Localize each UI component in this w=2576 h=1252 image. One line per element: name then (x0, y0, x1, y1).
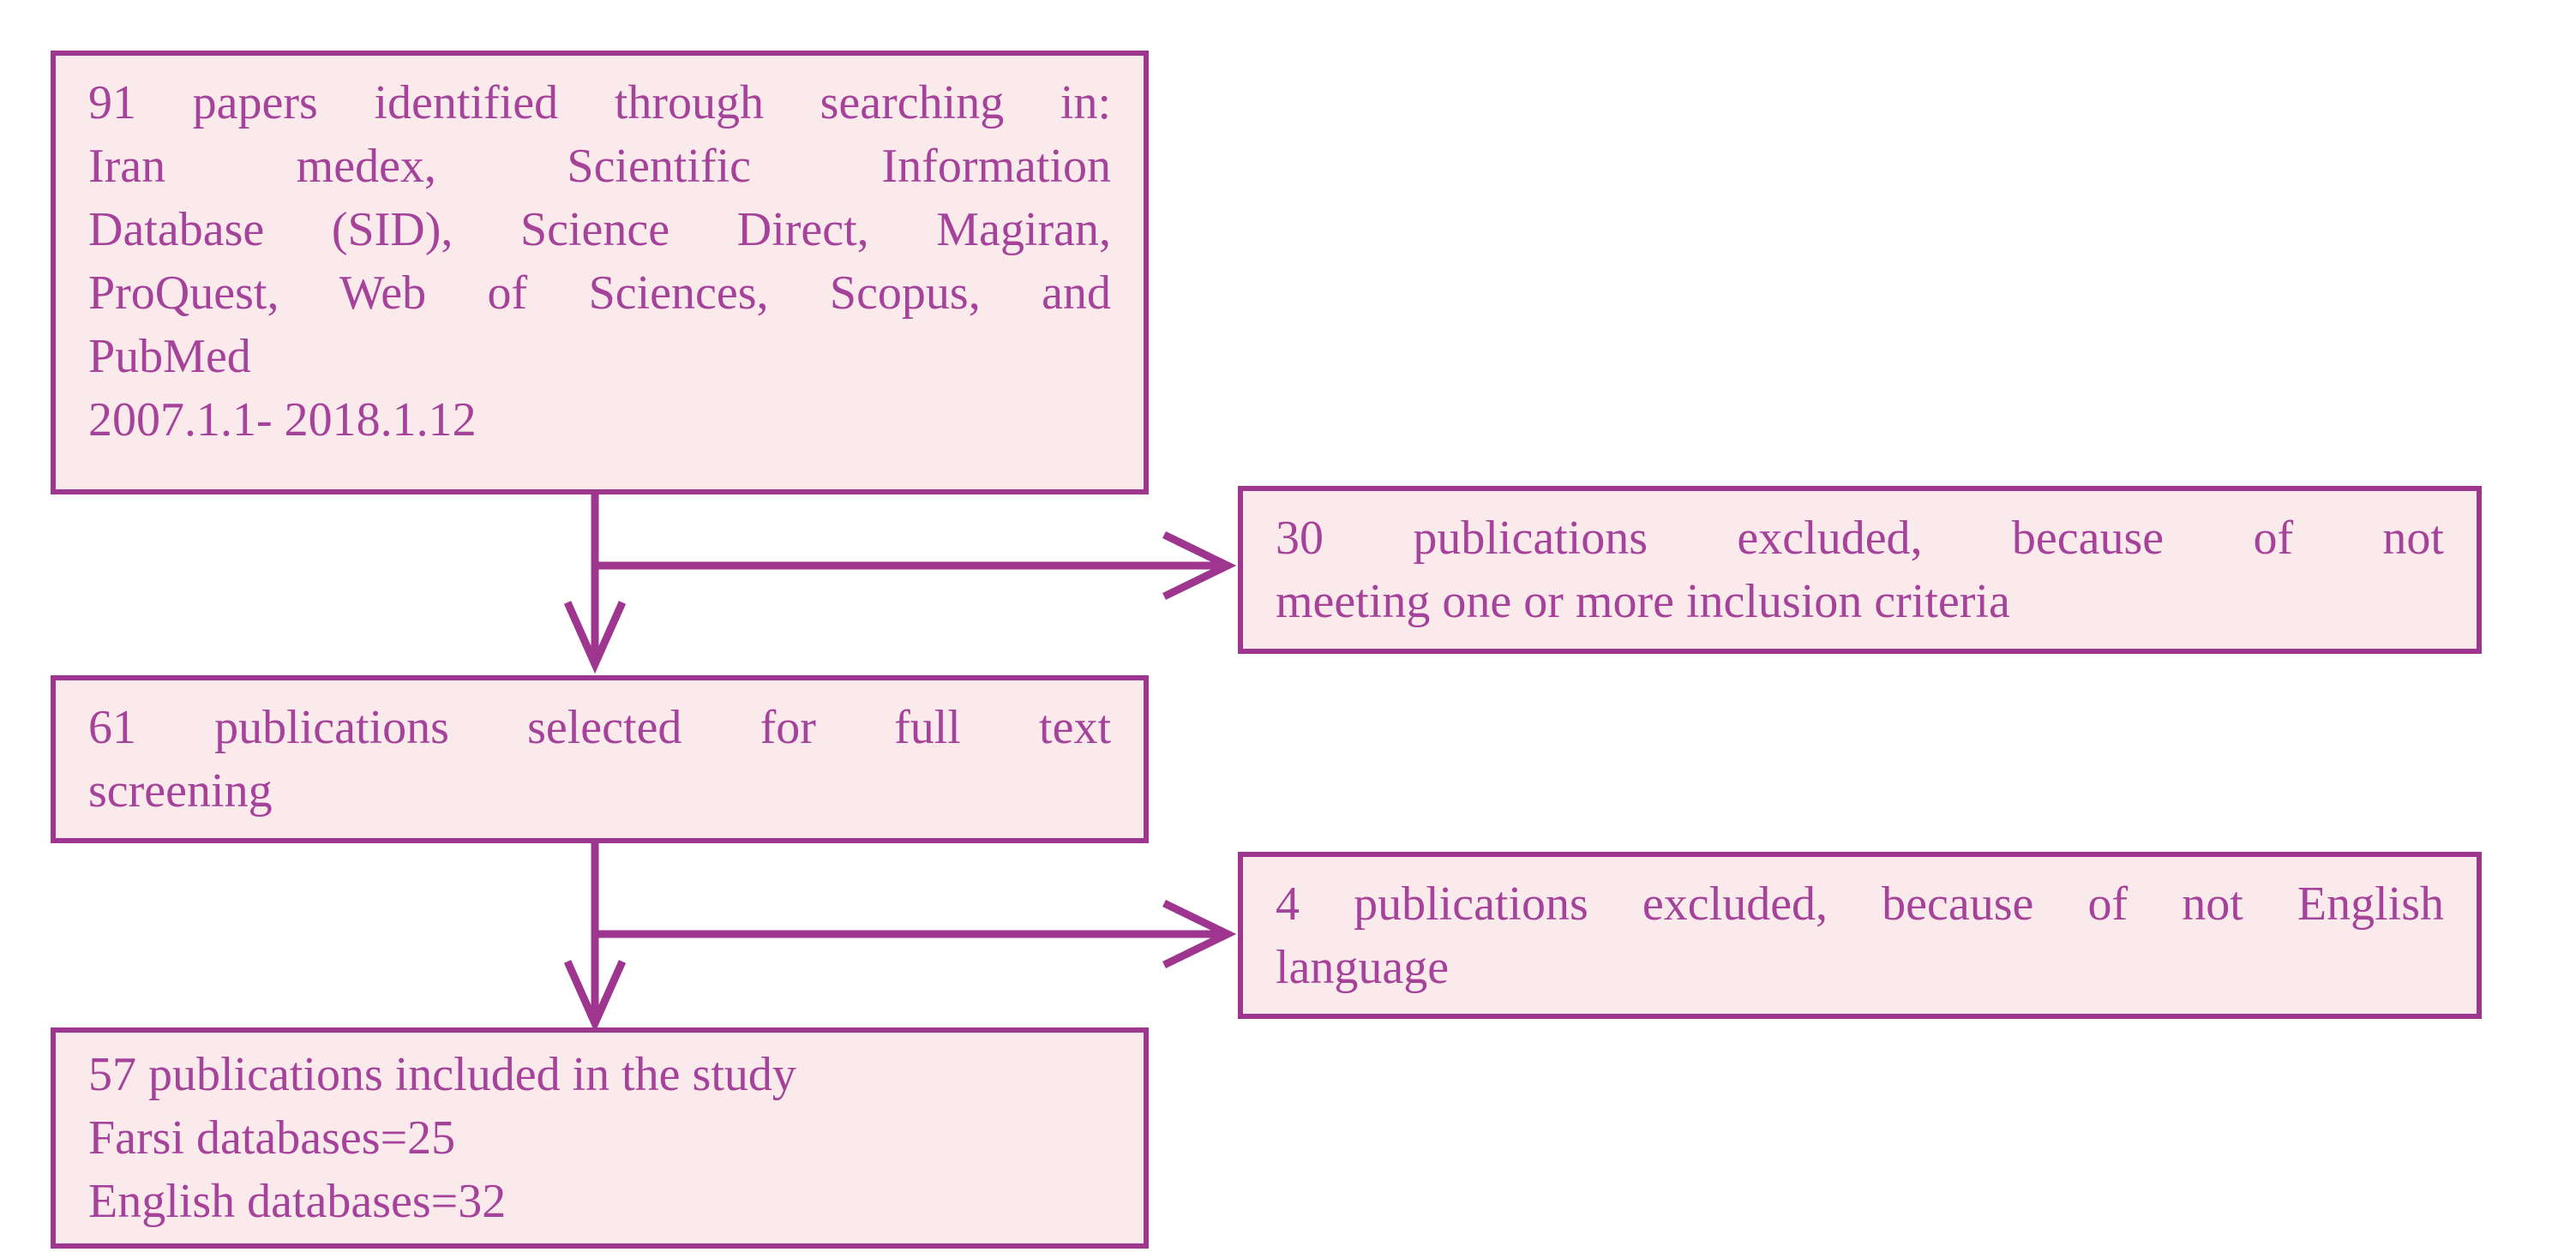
text-line: screening (88, 764, 273, 818)
text-line: 57 publications included in the study (88, 1048, 796, 1101)
text-line: language (1276, 941, 1450, 994)
arrow-fulltext-to-included (563, 843, 627, 1033)
text-line: meeting one or more inclusion criteria (1276, 575, 2010, 628)
text-line: Database (SID), Science Direct, Magiran, (88, 203, 1111, 256)
node-excluded-inclusion-criteria: 30 publications excluded, because of not… (1238, 486, 2482, 654)
text-line: Iran medex, Scientific Information (88, 140, 1111, 193)
text-line: PubMed (88, 330, 251, 383)
text-line: 61 publications selected for full text (88, 701, 1111, 754)
text-line: 4 publications excluded, because of not … (1276, 878, 2444, 931)
text-line: Farsi databases=25 (88, 1111, 456, 1165)
arrow-fulltext-to-excluded-language (595, 899, 1237, 969)
arrow-identified-to-fulltext (563, 494, 627, 674)
text-line: 30 publications excluded, because of not (1276, 512, 2444, 565)
text-line: 2007.1.1- 2018.1.12 (88, 393, 477, 446)
node-identified-papers: 91 papers identified through searching i… (51, 51, 1149, 494)
node-fulltext-screening: 61 publications selected for full text sc… (51, 675, 1149, 843)
text-line: English databases=32 (88, 1175, 507, 1228)
node-excluded-language: 4 publications excluded, because of not … (1238, 852, 2482, 1019)
text-line: 91 papers identified through searching i… (88, 76, 1111, 129)
text-line: ProQuest, Web of Sciences, Scopus, and (88, 267, 1111, 320)
arrow-identified-to-excluded-criteria (595, 530, 1237, 601)
